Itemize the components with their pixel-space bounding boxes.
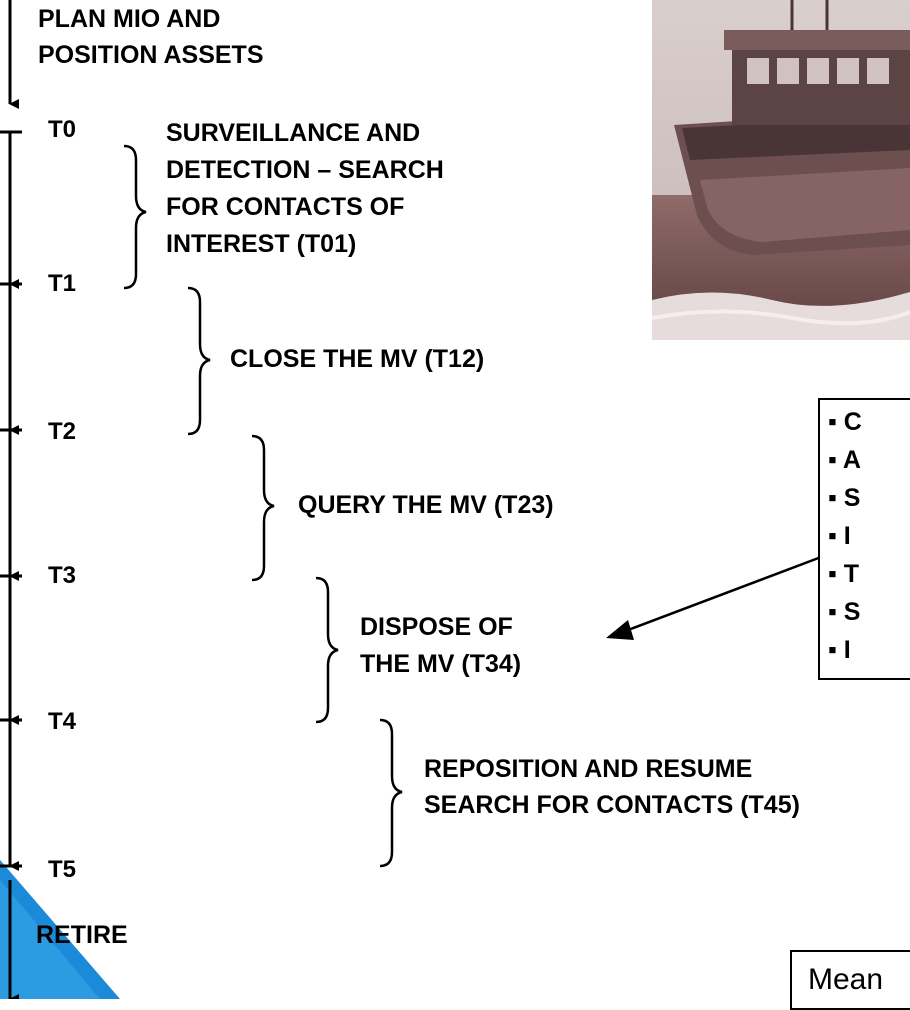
tick-label-t0: T0: [48, 116, 77, 143]
phase-t34-line1: DISPOSE OF: [360, 613, 513, 641]
pointer-arrowhead: [606, 620, 634, 640]
phase-t01-line2: DETECTION – SEARCH: [166, 156, 444, 184]
brace-t34: [315, 576, 339, 724]
action-bullet-2: ▪ A: [828, 446, 861, 474]
action-bullet-1: ▪ C: [828, 408, 862, 436]
phase-t45-line1: REPOSITION AND RESUME: [424, 755, 753, 783]
plan-label-line2: POSITION ASSETS: [38, 41, 264, 69]
tick-label-t3: T3: [48, 562, 77, 589]
action-bullet-6: ▪ S: [828, 598, 861, 626]
retire-label: RETIRE: [36, 921, 128, 949]
phase-t01-line3: FOR CONTACTS OF: [166, 193, 405, 221]
brace-t12: [187, 286, 211, 436]
brace-t01: [123, 144, 147, 290]
action-bullet-5: ▪ T: [828, 560, 860, 588]
brace-t45: [379, 718, 403, 868]
phase-t12-label: CLOSE THE MV (T12): [230, 345, 485, 373]
pointer-arrow: [627, 546, 846, 632]
mean-box: Mean: [790, 950, 910, 1010]
plan-label-line1: PLAN MIO AND: [38, 5, 221, 33]
action-bullet-7: ▪ I: [828, 636, 851, 664]
phase-t23-label: QUERY THE MV (T23): [298, 491, 554, 519]
tick-label-t4: T4: [48, 708, 77, 735]
mean-label: Mean: [808, 963, 884, 996]
phase-t01-line4: INTEREST (T01): [166, 230, 357, 258]
phase-t34-line2: THE MV (T34): [360, 650, 522, 678]
brace-t23: [251, 434, 275, 582]
tick-label-t2: T2: [48, 418, 77, 445]
action-list-box: ▪ C ▪ A ▪ S ▪ I ▪ T ▪ S ▪ I: [818, 398, 910, 680]
action-bullet-4: ▪ I: [828, 522, 851, 550]
phase-t45-line2: SEARCH FOR CONTACTS (T45): [424, 791, 800, 819]
tick-label-t5: T5: [48, 856, 77, 883]
tick-label-t1: T1: [48, 270, 77, 297]
phase-t01-line1: SURVEILLANCE AND: [166, 119, 421, 147]
action-bullet-3: ▪ S: [828, 484, 861, 512]
boat-photo: [652, 0, 910, 340]
